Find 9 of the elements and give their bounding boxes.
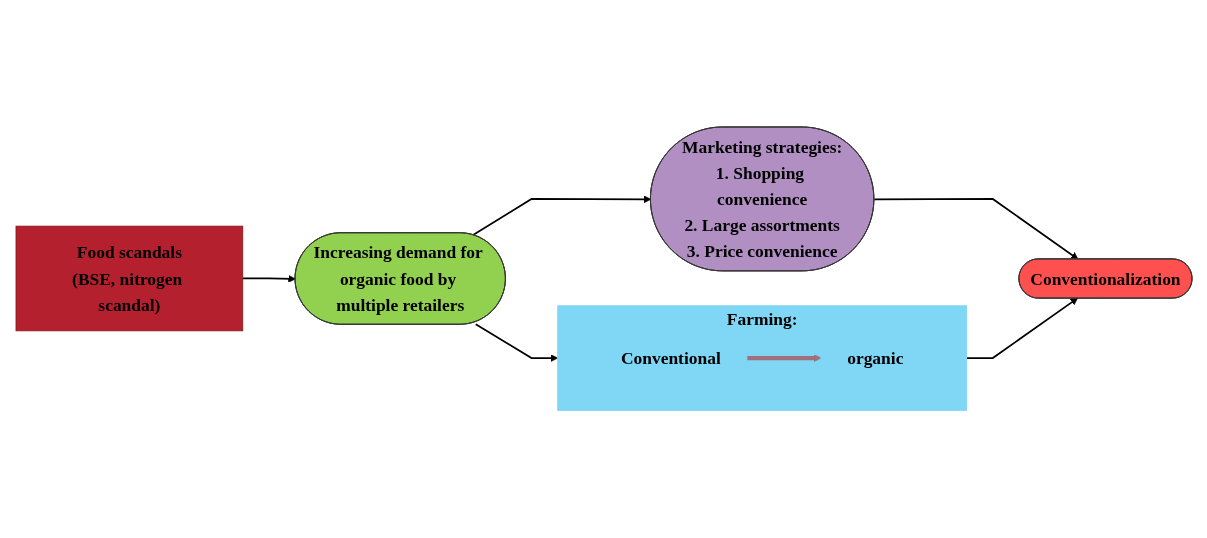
node-text: organic <box>846 348 903 368</box>
arrow <box>965 298 1078 360</box>
node-box: Food scandals (BSE, nitrogen scandal) <box>15 226 243 332</box>
arrow <box>746 354 821 363</box>
arrow <box>471 195 651 237</box>
arrow <box>474 323 558 363</box>
arrow <box>872 198 1078 260</box>
node-text: Conventional <box>620 348 721 368</box>
arrow <box>241 275 296 283</box>
